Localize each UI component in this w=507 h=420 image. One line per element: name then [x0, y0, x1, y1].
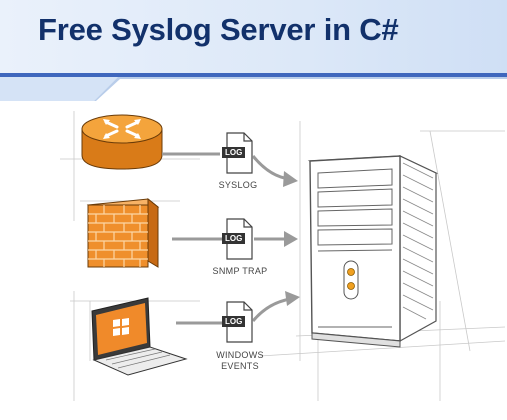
header-tab-shape	[0, 77, 507, 101]
server-tower-icon	[307, 155, 439, 348]
server-arrows	[251, 155, 300, 322]
syslog-diagram	[60, 111, 506, 401]
header-banner: Free Syslog Server in C#	[0, 0, 507, 78]
label-snmp-trap-text: SNMP TRAP	[212, 266, 268, 276]
label-windows-line1: WINDOWS	[216, 350, 264, 360]
header-accent-bar	[0, 73, 507, 77]
log-tag-windows: LOG	[222, 316, 246, 327]
label-snmp-trap: SNMP TRAP	[205, 266, 275, 277]
label-syslog: SYSLOG	[208, 180, 268, 191]
router-icon	[81, 114, 163, 170]
source-connectors	[162, 152, 224, 325]
label-syslog-text: SYSLOG	[218, 180, 258, 190]
laptop-icon	[91, 297, 188, 376]
firewall-icon	[86, 197, 160, 268]
label-windows-events: WINDOWS EVENTS	[205, 350, 275, 372]
log-tag-snmp: LOG	[222, 233, 246, 244]
sketch-guide-lines	[60, 111, 506, 401]
label-windows-line2: EVENTS	[221, 361, 259, 371]
log-tag-syslog: LOG	[222, 147, 246, 158]
page-title: Free Syslog Server in C#	[38, 12, 399, 47]
